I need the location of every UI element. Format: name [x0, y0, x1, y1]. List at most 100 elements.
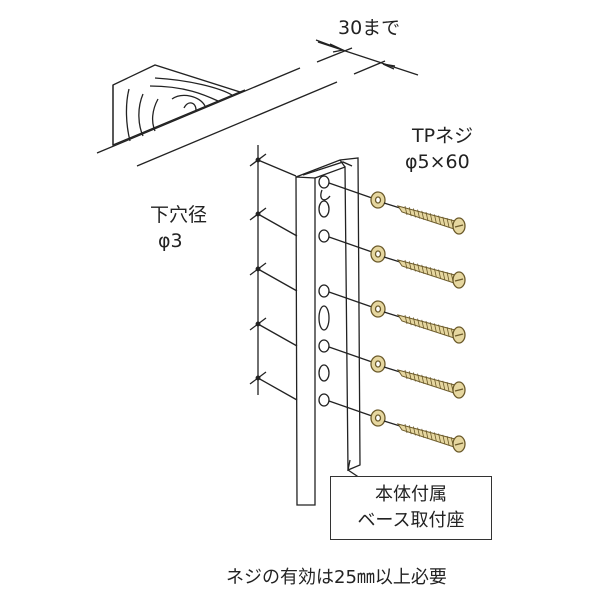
screw-thread	[434, 378, 437, 388]
screw-thread	[434, 432, 437, 442]
screws	[370, 191, 466, 453]
screw-thread	[434, 268, 437, 278]
screw-thread	[438, 269, 441, 279]
footnote: ネジの有効は25㎜以上必要	[226, 567, 447, 588]
screw-thread	[413, 426, 416, 436]
screw-label-size: φ5×60	[405, 151, 470, 173]
screw-thread	[429, 377, 433, 387]
rail-slot	[318, 200, 330, 218]
guide-line	[328, 400, 373, 417]
washer-hole	[374, 250, 382, 258]
screw-thread	[421, 428, 425, 438]
screw-thread	[429, 267, 433, 277]
screw-thread	[404, 369, 408, 380]
screw-thread	[434, 214, 437, 224]
screw-head-slot	[454, 333, 464, 337]
screw-head-slot	[454, 224, 464, 228]
guide-line	[257, 159, 297, 177]
screw-hole	[318, 393, 330, 407]
screw-thread	[413, 262, 416, 272]
screw-thread	[442, 325, 446, 335]
screw	[370, 355, 466, 399]
screw-shank	[396, 205, 456, 230]
screw-thread	[429, 431, 433, 441]
screw-thread	[408, 371, 412, 381]
screw-thread	[438, 215, 441, 225]
screw-label-name: TPネジ	[412, 125, 474, 147]
screw-shank	[396, 423, 456, 448]
guide-line	[383, 420, 401, 427]
screw-thread	[425, 265, 429, 276]
guide-line	[257, 268, 298, 292]
screw-thread	[429, 322, 433, 332]
screw	[370, 300, 466, 344]
dimension-label: 30まで	[338, 17, 401, 39]
screw-head-slot	[454, 442, 464, 446]
guide-line	[383, 202, 401, 209]
screw-thread	[417, 209, 420, 219]
screw-thread	[438, 379, 441, 389]
screw	[370, 409, 466, 453]
screw-head-slot	[454, 278, 464, 282]
screw-thread	[421, 210, 425, 220]
pilot-hole-label: 下穴径	[150, 204, 208, 226]
screw-thread	[404, 259, 408, 270]
screw-thread	[446, 326, 450, 337]
guide-line	[328, 182, 373, 199]
screw-thread	[442, 380, 446, 390]
guide-line	[328, 291, 373, 308]
screw-thread	[446, 217, 450, 228]
rail-slot	[318, 364, 330, 382]
screw-thread	[413, 372, 416, 382]
screw-thread	[425, 211, 429, 222]
screw-thread	[404, 423, 408, 434]
guide-line	[383, 366, 401, 373]
screw-shank	[396, 259, 456, 284]
screw-shank	[396, 314, 456, 339]
screw-thread	[408, 425, 412, 435]
washer-hole	[374, 414, 382, 422]
screw-hole	[318, 339, 330, 353]
screw-thread	[413, 317, 416, 327]
screw-thread	[442, 270, 446, 280]
screw-thread	[421, 319, 425, 329]
screw-thread	[442, 216, 446, 226]
screw-thread	[446, 271, 450, 282]
screw-hole	[318, 175, 330, 189]
screw-thread	[417, 263, 420, 273]
screw	[370, 191, 466, 235]
guide-line	[328, 346, 373, 363]
screw-thread	[413, 208, 416, 218]
screw-thread	[421, 374, 425, 384]
screw-thread	[446, 435, 450, 446]
washer-hole	[374, 360, 382, 368]
guide-line	[383, 256, 401, 263]
rail-holes	[249, 153, 373, 417]
screw-thread	[446, 381, 450, 392]
screw-head-slot	[454, 388, 464, 392]
guide-line	[328, 236, 373, 253]
screw-thread	[425, 375, 429, 386]
screw	[370, 245, 466, 289]
washer-hole	[374, 196, 382, 204]
screw-thread	[425, 320, 429, 331]
screw-thread	[417, 318, 420, 328]
rail-slot	[318, 305, 330, 331]
screw-thread	[408, 316, 412, 326]
dimension-30	[315, 39, 419, 76]
screw-thread	[434, 323, 437, 333]
screw-hole	[318, 284, 330, 298]
washer-hole	[374, 305, 382, 313]
screw-hole	[318, 229, 330, 243]
screw-thread	[408, 207, 412, 217]
screw-thread	[404, 314, 408, 325]
screw-thread	[425, 429, 429, 440]
screw-thread	[408, 261, 412, 271]
screw-thread	[404, 205, 408, 216]
base-mount-callout: 本体付属 ベース取付座	[330, 476, 492, 540]
screw-thread	[438, 433, 441, 443]
callout-line1: 本体付属	[375, 484, 447, 505]
callout-line2: ベース取付座	[357, 510, 465, 531]
screw-thread	[421, 264, 425, 274]
